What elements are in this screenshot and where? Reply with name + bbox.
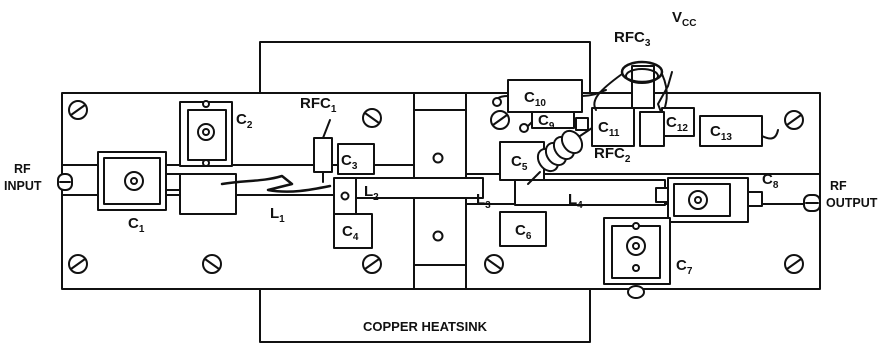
rf-choke-rfc2 bbox=[527, 127, 593, 185]
label-l1: L1 bbox=[270, 205, 285, 225]
rf-choke-rfc1 bbox=[313, 119, 333, 183]
label-rfc1: RFC1 bbox=[300, 95, 337, 115]
label-l3: L3 bbox=[476, 191, 491, 211]
rf-input-label-line1: RF bbox=[14, 162, 31, 176]
capacitor-c7 bbox=[603, 217, 671, 299]
pad bbox=[639, 111, 665, 147]
label-c11: C11 bbox=[598, 119, 620, 139]
label-c7: C7 bbox=[676, 257, 693, 277]
capacitor-c12 bbox=[661, 107, 695, 137]
inductor-l1 bbox=[220, 174, 332, 193]
label-rfc3: RFC3 bbox=[614, 29, 651, 49]
capacitor-c2 bbox=[179, 100, 233, 167]
label-c5: C5 bbox=[511, 153, 528, 173]
rf-output-label-line1: RF bbox=[830, 179, 847, 193]
capacitor-c4 bbox=[333, 213, 373, 249]
mounting-screws bbox=[68, 100, 804, 274]
pad bbox=[179, 173, 237, 215]
capacitor-c6 bbox=[499, 211, 547, 247]
label-c12: C12 bbox=[666, 114, 688, 134]
capacitor-c8 bbox=[655, 177, 763, 223]
label-c2: C2 bbox=[236, 111, 253, 131]
rf-input-connector bbox=[57, 173, 73, 191]
vcc-label: VCC bbox=[672, 9, 696, 29]
label-c4: C4 bbox=[342, 223, 359, 243]
mount-hole bbox=[432, 152, 444, 164]
label-c6: C6 bbox=[515, 222, 532, 242]
mount-hole bbox=[432, 230, 444, 242]
capacitor-c11 bbox=[591, 107, 635, 147]
label-rfc2: RFC2 bbox=[594, 145, 631, 165]
capacitor-c3 bbox=[337, 143, 375, 175]
label-l2: L2 bbox=[364, 183, 379, 203]
label-c8: C8 bbox=[762, 171, 779, 191]
rf-choke-rfc3 bbox=[593, 60, 668, 123]
heatsink-label: COPPER HEATSINK bbox=[363, 319, 488, 334]
capacitor-c13 bbox=[699, 115, 779, 147]
label-c1: C1 bbox=[128, 215, 145, 235]
rf-input-label-line2: INPUT bbox=[4, 179, 42, 193]
rf-output-connector bbox=[803, 194, 821, 212]
label-c10: C10 bbox=[524, 89, 546, 109]
label-c13: C13 bbox=[710, 123, 732, 143]
capacitor-c1 bbox=[97, 151, 181, 211]
rf-output-label-line2: OUTPUT bbox=[826, 196, 878, 210]
label-c3: C3 bbox=[341, 152, 358, 172]
label-c9: C9 bbox=[538, 112, 555, 132]
label-l4: L4 bbox=[568, 191, 583, 211]
capacitor-c9 bbox=[519, 111, 589, 133]
